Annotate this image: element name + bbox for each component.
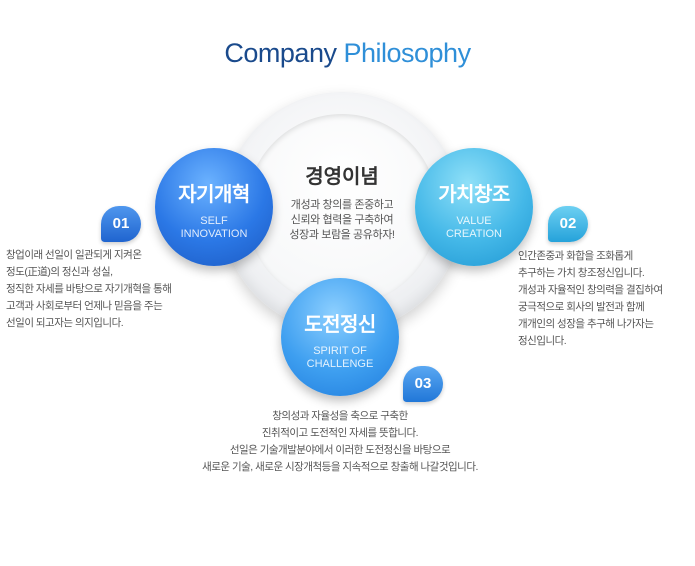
description-line: 창의성과 자율성을 축으로 구축한 <box>272 410 408 422</box>
description-line: 선일은 기술개발분야에서 이러한 도전정신을 바탕으로 <box>229 444 451 456</box>
center-line: 신뢰와 협력을 구축하여 <box>290 214 394 226</box>
description-spirit-of-challenge: 창의성과 자율성을 축으로 구축한 진취적이고 도전적인 자세를 뜻합니다. 선… <box>160 408 520 476</box>
description-value-creation: 인간존중과 화합을 조화롭게 추구하는 가치 창조정신입니다. 개성과 자율적인… <box>518 248 663 350</box>
description-line: 고객과 사회로부터 언제나 믿음을 주는 <box>6 300 163 312</box>
center-line: 개성과 창의를 존중하고 <box>290 199 394 211</box>
number-badge-03: 03 <box>403 366 443 402</box>
page-title: Company Philosophy <box>0 38 695 69</box>
description-line: 개개인의 성장을 추구해 나가자는 <box>518 318 654 330</box>
description-self-innovation: 창업이래 선일이 일관되게 지켜온 정도(正道)의 정신과 성실, 정직한 자세… <box>6 247 172 332</box>
description-line: 인간존중과 화합을 조화롭게 <box>518 250 633 262</box>
center-title: 경영이념 <box>305 166 379 188</box>
title-word-philosophy: Philosophy <box>343 38 471 68</box>
circle-title-ko: 가치창조 <box>438 184 510 206</box>
number-badge-01: 01 <box>101 206 141 242</box>
description-line: 추구하는 가치 창조정신입니다. <box>518 267 645 279</box>
description-line: 정도(正道)의 정신과 성실, <box>6 266 113 278</box>
center-line: 성장과 보람을 공유하자! <box>289 229 395 241</box>
description-line: 정직한 자세를 바탕으로 자기개혁을 통해 <box>6 283 172 295</box>
description-line: 선일이 되고자는 의지입니다. <box>6 317 124 329</box>
center-text: 개성과 창의를 존중하고 신뢰와 협력을 구축하여 성장과 보람을 공유하자! <box>246 198 438 243</box>
center-circle <box>246 114 438 306</box>
description-line: 새로운 기술, 새로운 시장개척등을 지속적으로 창출해 나갈것입니다. <box>202 461 478 473</box>
number-badge-02: 02 <box>548 206 588 242</box>
description-line: 창업이래 선일이 일관되게 지켜온 <box>6 249 142 261</box>
circle-title-ko: 도전정신 <box>304 314 376 336</box>
title-word-company: Company <box>224 38 337 68</box>
description-line: 궁극적으로 회사의 발전과 함께 <box>518 301 645 313</box>
description-line: 진취적이고 도전적인 자세를 뜻합니다. <box>261 427 419 439</box>
description-line: 개성과 자율적인 창의력을 결집하여 <box>518 284 663 296</box>
description-line: 정신입니다. <box>518 335 567 347</box>
circle-title-ko: 자기개혁 <box>178 184 250 206</box>
